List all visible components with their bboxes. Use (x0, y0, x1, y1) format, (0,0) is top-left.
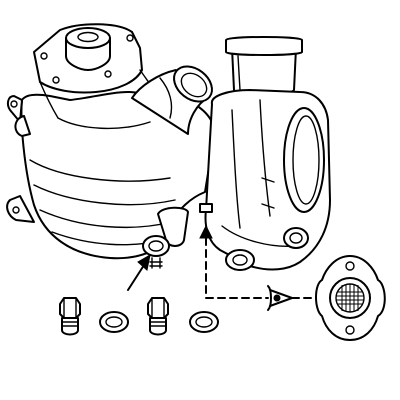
drain-port-inner (148, 240, 164, 252)
washer-right-inner (195, 316, 213, 328)
flange-bolt-hole-3 (104, 70, 112, 78)
thermostat-neck-rim (225, 36, 303, 56)
flange-bolt-hole-1 (40, 52, 48, 60)
drain-port-thread (149, 257, 163, 269)
bleed-screw (199, 203, 213, 213)
pulley-hub-bore (77, 31, 99, 43)
plug-left-thread-lines (61, 321, 79, 327)
pump-housing (6, 23, 216, 269)
left-mount-ear-top-hole (10, 100, 18, 108)
solid-arrow-head (137, 254, 151, 271)
plug-right-hex-edge (151, 297, 165, 319)
flange-bolt-hole-2 (126, 34, 134, 42)
eye-pupil (273, 294, 281, 302)
pump-neck-shoulder (57, 117, 151, 130)
flange-bolt-hole-4 (52, 76, 60, 84)
bottom-bolt-lug-left (225, 249, 255, 271)
cover-plate-with-mesh (315, 255, 386, 341)
sealing-washer-left (99, 311, 129, 333)
outlet-pipe-inner (180, 72, 208, 98)
left-mount-ear-bottom (6, 195, 35, 223)
eye-icon (267, 285, 293, 311)
pump-rib-3 (39, 209, 173, 229)
thermostat-slot-2 (261, 203, 275, 209)
thermostat-side-opening-inner (292, 115, 320, 205)
plug-left-hex-edge (63, 297, 77, 319)
pulley-hub-top (65, 27, 111, 49)
washer-left-inner (105, 316, 123, 328)
cover-plate-hole-bottom (345, 325, 355, 335)
plug-right-thread-lines (149, 321, 167, 327)
cover-plate-hole-top (345, 261, 355, 271)
dashed-arrow-head (199, 224, 213, 239)
dashed-sight-line (205, 237, 269, 299)
pump-rib-1 (29, 159, 171, 182)
left-mount-boss (14, 115, 31, 137)
bottom-bolt-lug-left-hole (232, 254, 248, 266)
plug-right-hex (147, 297, 169, 319)
mesh-grid (336, 284, 364, 312)
drain-plug-left (59, 297, 81, 336)
plug-left-hex (59, 297, 81, 319)
drain-port-outer (142, 235, 170, 257)
drain-plug-right (147, 297, 169, 336)
left-mount-ear-bottom-hole (12, 206, 20, 214)
bottom-bolt-lug-right-hole (289, 232, 303, 244)
eye-outline (269, 289, 293, 307)
pump-rib-2 (33, 184, 176, 206)
bottom-bolt-lug-right (283, 227, 309, 249)
sealing-washer-right (189, 311, 219, 333)
thermostat-slot-1 (261, 177, 275, 183)
washer-right-outer (189, 311, 219, 333)
thermostat-housing (199, 36, 331, 271)
outlet-pipe-bead (159, 77, 173, 119)
thermostat-neck-edge (237, 55, 241, 91)
thermostat-side-opening (283, 107, 325, 213)
indicator-arrows (127, 224, 319, 299)
eye-lid (267, 285, 272, 311)
washer-left-outer (99, 311, 129, 333)
